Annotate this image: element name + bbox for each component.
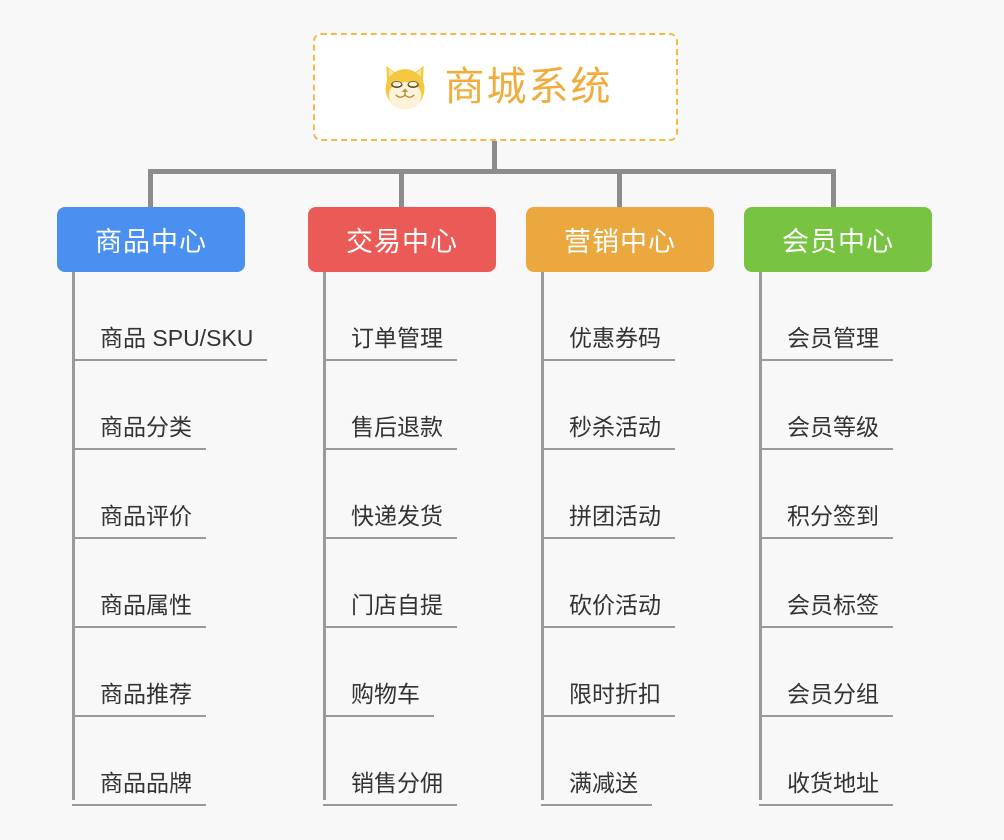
- item-label: 购物车: [351, 681, 420, 707]
- item-label: 收货地址: [787, 770, 879, 796]
- item-label: 商品属性: [100, 592, 192, 618]
- item-label: 会员分组: [787, 681, 879, 707]
- item-label: 商品分类: [100, 414, 192, 440]
- item-label: 砍价活动: [569, 592, 661, 618]
- list-item[interactable]: 限时折扣: [541, 628, 675, 717]
- list-item[interactable]: 售后退款: [323, 361, 457, 450]
- list-item[interactable]: 商品分类: [72, 361, 206, 450]
- branch-spine: [541, 272, 544, 800]
- item-label: 门店自提: [351, 592, 443, 618]
- list-item[interactable]: 购物车: [323, 628, 434, 717]
- item-label: 会员管理: [787, 325, 879, 351]
- category-header-product-center[interactable]: 商品中心: [57, 207, 245, 272]
- list-item[interactable]: 快递发货: [323, 450, 457, 539]
- item-label: 拼团活动: [569, 503, 661, 529]
- list-item[interactable]: 砍价活动: [541, 539, 675, 628]
- item-label: 订单管理: [351, 325, 443, 351]
- shiba-dog-icon: [385, 65, 424, 110]
- item-label: 优惠券码: [569, 325, 661, 351]
- item-label: 满减送: [569, 770, 638, 796]
- item-list-product-center: 商品 SPU/SKU 商品分类 商品评价 商品属性 商品推荐 商品品牌: [72, 272, 292, 806]
- list-item[interactable]: 会员等级: [759, 361, 893, 450]
- root-title: 商城系统: [444, 65, 613, 109]
- branch-spine: [72, 272, 75, 800]
- branch-marketing-center: 营销中心 优惠券码 秒杀活动 拼团活动 砍价活动 限时折扣 满减送: [526, 207, 714, 806]
- item-label: 秒杀活动: [569, 414, 661, 440]
- item-label: 限时折扣: [569, 681, 661, 707]
- connector-root-stem: [492, 141, 497, 171]
- list-item[interactable]: 拼团活动: [541, 450, 675, 539]
- item-label: 积分签到: [787, 503, 879, 529]
- category-header-member-center[interactable]: 会员中心: [744, 207, 932, 272]
- branch-spine: [323, 272, 326, 800]
- list-item[interactable]: 商品推荐: [72, 628, 206, 717]
- connector-drop-4: [831, 169, 836, 209]
- item-list-trade-center: 订单管理 售后退款 快递发货 门店自提 购物车 销售分佣: [323, 272, 543, 806]
- branch-member-center: 会员中心 会员管理 会员等级 积分签到 会员标签 会员分组 收货地址: [744, 207, 932, 806]
- branch-spine: [759, 272, 762, 800]
- list-item[interactable]: 会员标签: [759, 539, 893, 628]
- category-label: 交易中心: [346, 227, 458, 257]
- list-item[interactable]: 商品评价: [72, 450, 206, 539]
- category-label: 商品中心: [95, 227, 207, 257]
- item-label: 商品 SPU/SKU: [100, 325, 254, 351]
- list-item[interactable]: 商品 SPU/SKU: [72, 272, 268, 361]
- item-label: 商品推荐: [100, 681, 192, 707]
- list-item[interactable]: 销售分佣: [323, 717, 457, 806]
- item-label: 商品评价: [100, 503, 192, 529]
- item-label: 商品品牌: [100, 770, 192, 796]
- item-list-marketing-center: 优惠券码 秒杀活动 拼团活动 砍价活动 限时折扣 满减送: [541, 272, 761, 806]
- item-label: 销售分佣: [351, 770, 443, 796]
- list-item[interactable]: 商品属性: [72, 539, 206, 628]
- item-label: 会员等级: [787, 414, 879, 440]
- item-label: 快递发货: [351, 503, 443, 529]
- list-item[interactable]: 优惠券码: [541, 272, 675, 361]
- connector-drop-3: [617, 169, 622, 209]
- connector-drop-2: [399, 169, 404, 209]
- list-item[interactable]: 满减送: [541, 717, 652, 806]
- connector-drop-1: [148, 169, 153, 209]
- category-label: 营销中心: [564, 227, 676, 257]
- list-item[interactable]: 会员分组: [759, 628, 893, 717]
- list-item[interactable]: 门店自提: [323, 539, 457, 628]
- list-item[interactable]: 收货地址: [759, 717, 893, 806]
- item-label: 会员标签: [787, 592, 879, 618]
- list-item[interactable]: 会员管理: [759, 272, 893, 361]
- item-list-member-center: 会员管理 会员等级 积分签到 会员标签 会员分组 收货地址: [759, 272, 979, 806]
- list-item[interactable]: 订单管理: [323, 272, 457, 361]
- category-header-trade-center[interactable]: 交易中心: [308, 207, 496, 272]
- category-label: 会员中心: [782, 227, 894, 257]
- item-label: 售后退款: [351, 414, 443, 440]
- list-item[interactable]: 秒杀活动: [541, 361, 675, 450]
- list-item[interactable]: 商品品牌: [72, 717, 206, 806]
- branch-trade-center: 交易中心 订单管理 售后退款 快递发货 门店自提 购物车 销售分佣: [308, 207, 496, 806]
- connector-horizontal-bus: [148, 169, 836, 174]
- list-item[interactable]: 积分签到: [759, 450, 893, 539]
- branch-product-center: 商品中心 商品 SPU/SKU 商品分类 商品评价 商品属性 商品推荐 商品品牌: [57, 207, 268, 806]
- category-header-marketing-center[interactable]: 营销中心: [526, 207, 714, 272]
- root-node[interactable]: 商城系统: [313, 33, 678, 141]
